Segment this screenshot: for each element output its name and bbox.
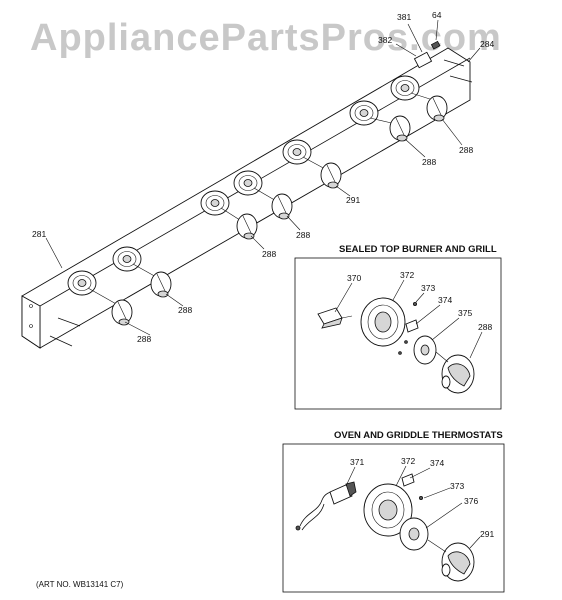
callout-376: 376 [464, 496, 478, 506]
callout-381: 381 [397, 12, 411, 22]
bezel [67, 270, 97, 296]
end-hole [29, 324, 33, 328]
callout-373: 373 [421, 283, 435, 293]
knob [150, 271, 172, 298]
callout-291-oven: 291 [480, 529, 494, 539]
callout-281: 281 [32, 229, 46, 239]
callout-372-oven: 372 [401, 456, 415, 466]
screw [449, 75, 473, 83]
clip-374 [405, 319, 419, 333]
inset-oven-title: OVEN AND GRIDDLE THERMOSTATS [334, 430, 503, 441]
bezel [390, 75, 420, 101]
plate-375 [413, 335, 437, 365]
bezel-372-oven [363, 483, 413, 537]
knob [426, 95, 448, 122]
bezel [349, 100, 379, 126]
main-callouts: 381 64 382 284 281 288 288 288 288 291 2… [32, 10, 494, 344]
inset-oven-parts [295, 473, 475, 582]
callout-374-oven: 374 [430, 458, 444, 468]
callout-375: 375 [458, 308, 472, 318]
bezel-372 [360, 297, 406, 347]
callout-288-knob1: 288 [137, 334, 151, 344]
knob [271, 193, 293, 220]
plate-376 [399, 517, 429, 551]
callout-382: 382 [378, 35, 392, 45]
screw-373-oven [418, 495, 423, 500]
screw [443, 59, 465, 67]
knob-288 [441, 354, 475, 394]
callout-373-oven: 373 [450, 481, 464, 491]
knob [320, 162, 342, 189]
inset-sealed-callouts: 370 372 373 374 375 288 [347, 270, 492, 332]
watermark-text: AppliancePartsPros.com [30, 17, 502, 59]
clip-374-oven [401, 473, 415, 487]
knobs [111, 95, 448, 326]
screw [49, 335, 73, 347]
callout-371: 371 [350, 457, 364, 467]
callout-288-knob4: 288 [296, 230, 310, 240]
clip-64 [430, 40, 441, 50]
inset-oven-frame [282, 443, 505, 593]
callout-374: 374 [438, 295, 452, 305]
screws [49, 40, 473, 347]
washer [398, 351, 402, 355]
callout-291-knob5: 291 [346, 195, 360, 205]
callout-370: 370 [347, 273, 361, 283]
callout-288-knob2: 288 [178, 305, 192, 315]
knob [111, 299, 133, 326]
nameplate-381 [413, 51, 433, 69]
inset-oven-callouts: 371 372 374 373 376 291 [350, 456, 494, 539]
panel-bezels [67, 75, 420, 296]
bezel [200, 190, 230, 216]
art-number: (ART NO. WB13141 C7) [36, 580, 124, 589]
main-leaders [45, 19, 481, 336]
callout-288-knob3: 288 [262, 249, 276, 259]
callout-288-knob7: 288 [459, 145, 473, 155]
switch-370 [317, 307, 353, 329]
callout-372: 372 [400, 270, 414, 280]
washer [404, 340, 408, 344]
panel-end-cap [21, 295, 41, 349]
knob [389, 115, 411, 142]
screw [57, 317, 81, 327]
callout-284: 284 [480, 39, 494, 49]
callout-64: 64 [432, 10, 442, 20]
bezel [282, 139, 312, 165]
inset-oven-leaders [345, 465, 481, 549]
thermostat-371 [295, 481, 357, 531]
callout-288-inset: 288 [478, 322, 492, 332]
knob [236, 213, 258, 240]
inset-sealed-parts [317, 297, 475, 394]
inset-sealed-title: SEALED TOP BURNER AND GRILL [339, 244, 497, 255]
knob-291 [441, 542, 475, 582]
callout-288-knob6: 288 [422, 157, 436, 167]
end-hole [29, 304, 33, 308]
screw-373 [412, 301, 417, 306]
bezel [112, 246, 142, 272]
bezel [233, 170, 263, 196]
inset-sealed-frame [294, 257, 502, 410]
inset-sealed-leaders [334, 279, 483, 359]
